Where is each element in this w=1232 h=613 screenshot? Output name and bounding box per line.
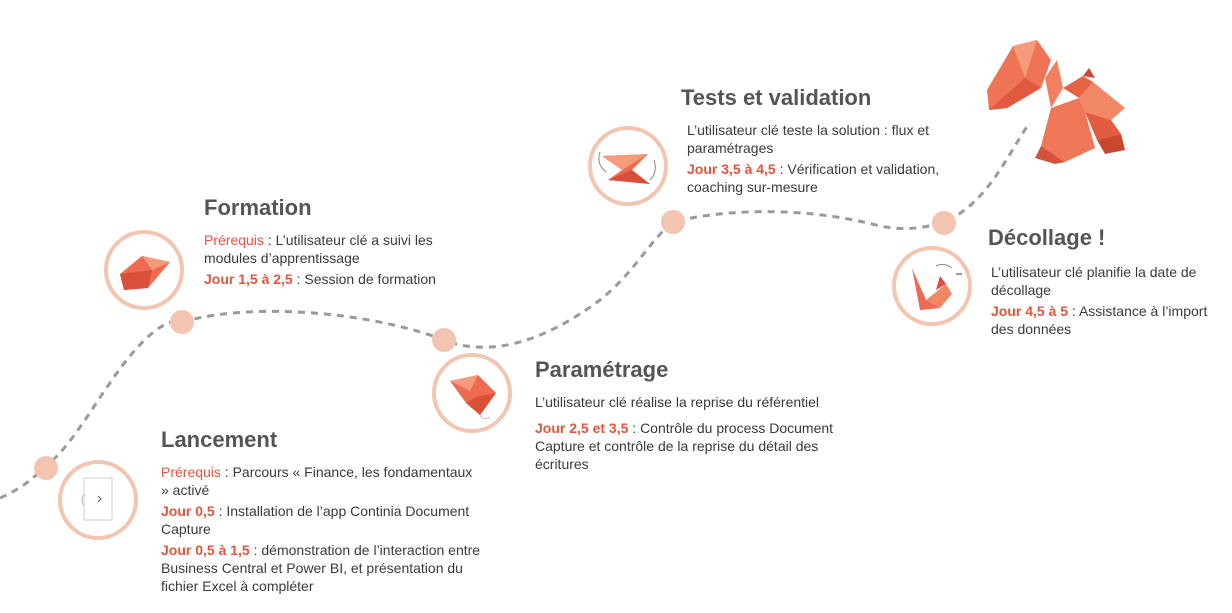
origami-squirrel-icon bbox=[912, 263, 962, 310]
origami-bird-icon bbox=[450, 375, 496, 420]
milestone-dot-5 bbox=[932, 211, 956, 235]
step-title: Formation bbox=[204, 195, 312, 220]
step-title: Paramétrage bbox=[535, 357, 669, 382]
milestone-dot-1 bbox=[34, 456, 58, 480]
step-title: Décollage ! bbox=[988, 225, 1106, 250]
step-decollage: Décollage ! L’utilisateur clé planifie l… bbox=[988, 225, 1221, 341]
step-parametrage: Paramétrage L’utilisateur clé réalise la… bbox=[535, 357, 835, 476]
step-line: Jour 3,5 à 4,5 : Vérification et validat… bbox=[687, 161, 940, 195]
milestone-dot-4 bbox=[661, 210, 685, 234]
step-line: Prérequis : Parcours « Finance, les fond… bbox=[161, 464, 473, 498]
step-icon-parametrage bbox=[432, 353, 512, 433]
step-lancement: Lancement Prérequis : Parcours « Finance… bbox=[161, 427, 481, 598]
step-line: L’utilisateur clé planifie la date de dé… bbox=[991, 264, 1197, 298]
step-icon-decollage bbox=[892, 246, 972, 326]
step-line: Jour 4,5 à 5 : Assistance à l’import des… bbox=[991, 303, 1208, 337]
document-capture-icon bbox=[81, 477, 113, 521]
step-title: Lancement bbox=[161, 427, 278, 452]
step-line: Jour 0,5 : Installation de l’app Contini… bbox=[161, 503, 470, 537]
step-title: Tests et validation bbox=[681, 85, 872, 110]
dashed-path bbox=[0, 124, 1030, 500]
origami-squirrel-logo bbox=[987, 40, 1125, 164]
step-line: Jour 0,5 à 1,5 : démonstration de l’inte… bbox=[161, 542, 481, 594]
step-icon-tests bbox=[588, 126, 668, 206]
step-line: Jour 2,5 et 3,5 : Contrôle du process Do… bbox=[535, 420, 834, 472]
step-tests: Tests et validation L’utilisateur clé te… bbox=[681, 85, 972, 199]
step-line: Prérequis : L’utilisateur clé a suivi le… bbox=[204, 232, 433, 266]
step-icon-formation bbox=[104, 230, 184, 310]
step-line: L’utilisateur clé réalise la reprise du … bbox=[535, 394, 820, 410]
milestone-dot-2 bbox=[170, 310, 194, 334]
step-line: Jour 1,5 à 2,5 : Session de formation bbox=[204, 271, 436, 287]
step-icon-lancement bbox=[58, 460, 138, 540]
step-line: L’utilisateur clé teste la solution : fl… bbox=[687, 122, 930, 156]
step-formation: Formation Prérequis : L’utilisateur clé … bbox=[204, 195, 474, 291]
origami-plane-icon bbox=[598, 151, 656, 184]
milestone-dot-3 bbox=[432, 328, 456, 352]
origami-crystal-icon bbox=[120, 256, 173, 290]
